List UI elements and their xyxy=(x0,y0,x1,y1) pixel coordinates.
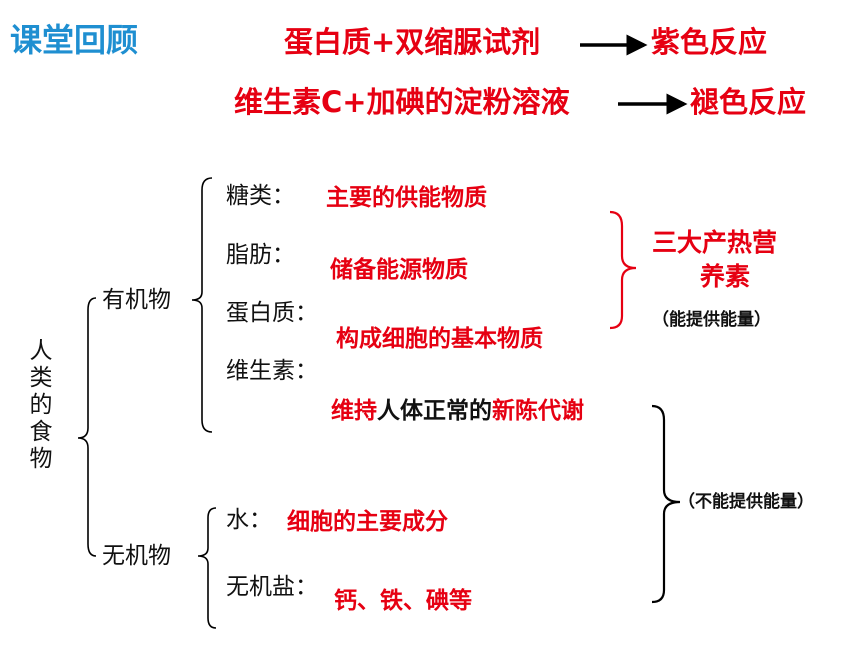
root-label: 人类的食物 xyxy=(29,338,53,472)
desc-inorganic-salt: 钙、铁、碘等 xyxy=(334,588,472,614)
desc-protein: 构成细胞的基本物质 xyxy=(336,326,543,352)
energy-group-label-line2: 养素 xyxy=(700,262,751,291)
page-title: 课堂回顾 xyxy=(10,21,139,59)
desc-vitamin-part-2: 人体正常的 xyxy=(377,398,492,424)
no-energy-brace-icon xyxy=(651,404,681,604)
inorganic-label: 无机物 xyxy=(102,543,171,569)
reaction-1-product: 紫色反应 xyxy=(651,25,768,59)
term-vitamin: 维生素： xyxy=(226,358,318,384)
energy-brace-icon xyxy=(609,210,637,330)
energy-group-note: （能提供能量） xyxy=(652,310,771,330)
organic-label: 有机物 xyxy=(102,287,171,313)
desc-vitamin-part-1: 维持 xyxy=(331,398,377,424)
inorganic-brace-icon xyxy=(197,507,217,629)
energy-group-label-line1: 三大产热营 xyxy=(652,228,778,257)
no-energy-note: （不能提供能量） xyxy=(678,492,814,512)
reaction-2-product: 褪色反应 xyxy=(690,85,807,119)
organic-brace-icon xyxy=(191,177,213,433)
root-brace-icon xyxy=(77,297,97,557)
reaction-2-reactant: 维生素C+加碘的淀粉溶液 xyxy=(234,85,570,119)
desc-vitamin-part-3: 新陈代谢 xyxy=(492,398,584,424)
desc-water: 细胞的主要成分 xyxy=(287,509,448,535)
term-fat: 脂肪： xyxy=(226,242,295,268)
term-protein: 蛋白质： xyxy=(226,300,318,326)
term-carbohydrate: 糖类： xyxy=(226,183,295,209)
desc-carbohydrate: 主要的供能物质 xyxy=(326,185,487,211)
desc-vitamin: 维持人体正常的新陈代谢 xyxy=(331,400,584,423)
desc-fat: 储备能源物质 xyxy=(330,257,468,283)
term-inorganic-salt: 无机盐： xyxy=(226,574,318,600)
reaction-1-reactant: 蛋白质+双缩脲试剂 xyxy=(284,25,541,59)
term-water: 水： xyxy=(226,507,272,533)
